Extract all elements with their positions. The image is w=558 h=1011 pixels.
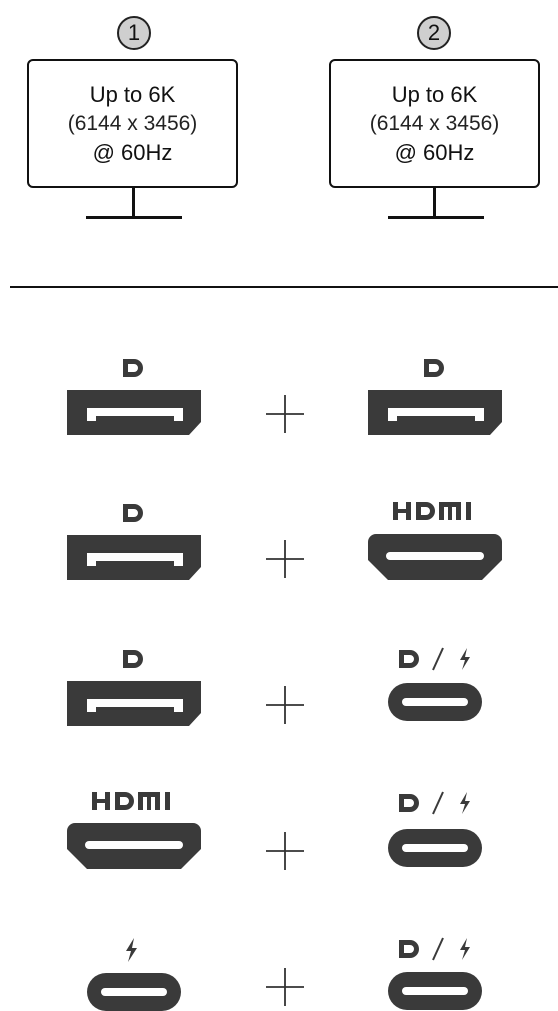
usb-c-port-icon bbox=[388, 683, 482, 721]
plus-icon bbox=[266, 540, 304, 578]
displayport-port-icon bbox=[368, 390, 502, 435]
usb-c-port-icon bbox=[87, 973, 181, 1011]
displayport-logo-icon bbox=[123, 650, 143, 668]
displayport-thunderbolt-logo-icon bbox=[399, 791, 470, 815]
display-2-resolution: Up to 6K bbox=[391, 81, 478, 107]
plus-icon bbox=[266, 686, 304, 724]
displayport-thunderbolt-logo-icon bbox=[399, 647, 470, 671]
display-2-badge: 2 bbox=[417, 16, 451, 50]
displayport-port-icon bbox=[67, 535, 201, 580]
displayport-logo-icon bbox=[123, 359, 143, 377]
displayport-port-icon bbox=[67, 390, 201, 435]
display-1-stand-base bbox=[86, 216, 182, 219]
section-divider bbox=[10, 286, 558, 288]
usb-c-port-icon bbox=[388, 829, 482, 867]
usb-c-port-icon bbox=[388, 972, 482, 1010]
hdmi-logo-icon bbox=[92, 792, 170, 810]
hdmi-port-icon bbox=[368, 534, 502, 580]
display-2-stand-base bbox=[388, 216, 484, 219]
plus-icon bbox=[266, 832, 304, 870]
display-1-monitor: Up to 6K (6144 x 3456) @ 60Hz bbox=[27, 59, 238, 188]
displayport-port-icon bbox=[67, 681, 201, 726]
hdmi-logo-icon bbox=[393, 502, 471, 520]
displayport-logo-icon bbox=[424, 359, 444, 377]
hdmi-port-icon bbox=[67, 823, 201, 869]
display-2-stand-neck bbox=[433, 188, 436, 218]
display-1-badge: 1 bbox=[117, 16, 151, 50]
plus-icon bbox=[266, 968, 304, 1006]
display-2-monitor: Up to 6K (6144 x 3456) @ 60Hz bbox=[329, 59, 540, 188]
display-1-resolution: Up to 6K bbox=[89, 81, 176, 107]
display-2-pixels: (6144 x 3456) bbox=[369, 111, 500, 135]
display-1-refresh: @ 60Hz bbox=[92, 139, 173, 165]
displayport-thunderbolt-logo-icon bbox=[399, 937, 470, 961]
display-1-stand-neck bbox=[132, 188, 135, 218]
displayport-logo-icon bbox=[123, 504, 143, 522]
thunderbolt-logo-icon bbox=[126, 938, 137, 962]
display-2-refresh: @ 60Hz bbox=[394, 139, 475, 165]
plus-icon bbox=[266, 395, 304, 433]
display-1-pixels: (6144 x 3456) bbox=[67, 111, 198, 135]
